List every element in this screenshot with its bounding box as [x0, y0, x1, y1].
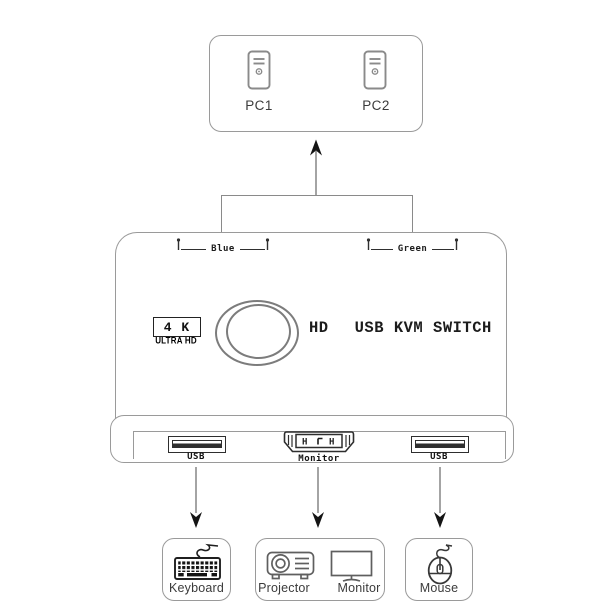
- up-arrow-icon: [310, 139, 322, 195]
- monitor-label: Monitor: [337, 581, 381, 595]
- bracket-end-icon: [265, 238, 270, 250]
- keyboard-label: Keyboard: [168, 581, 225, 595]
- 4k-badge-text: 4 K: [163, 319, 191, 335]
- green-zone-bracket: Green: [366, 237, 459, 254]
- pc1-label: PC1: [245, 98, 273, 113]
- usb-right-label: USB: [430, 452, 448, 462]
- zone-label-blue: Blue: [211, 244, 235, 254]
- device-title-main: USB KVM SWITCH: [354, 319, 492, 337]
- hdmi-pin-glyph: H: [329, 438, 334, 448]
- mouse-label: Mouse: [419, 581, 459, 595]
- 4k-badge: 4 K: [153, 317, 201, 337]
- kvm-switch-device: Blue Green 4 K ULTRA HD HD USB: [115, 232, 507, 423]
- bracket-end-icon: [176, 238, 181, 250]
- bracket-end-icon: [454, 238, 459, 250]
- usb-left-label: USB: [187, 452, 205, 462]
- pc-tower-icon: [247, 50, 271, 90]
- down-arrow-icon: [312, 467, 324, 528]
- usb-port-left-icon: [168, 436, 226, 453]
- device-title-hd: HD: [309, 319, 329, 337]
- device-front-panel: USB H H Monitor USB: [110, 415, 514, 464]
- blue-zone-bracket: Blue: [176, 237, 270, 254]
- hdmi-pin-glyph: H: [302, 438, 307, 448]
- pc-tower-icon: [363, 50, 387, 90]
- switch-button: [215, 300, 299, 366]
- mouse-icon: [427, 544, 453, 585]
- monitor-icon: [330, 550, 373, 582]
- usb-port-tongue: [415, 439, 465, 448]
- zone-label-green: Green: [397, 244, 428, 254]
- mouse-box: Mouse: [405, 538, 473, 601]
- panel-edge-line: [133, 431, 134, 459]
- computers-box: PC1 PC2: [209, 35, 423, 132]
- usb-port-tongue: [172, 439, 222, 448]
- usb-port-right-icon: [411, 436, 469, 453]
- cable-connector-block: [221, 195, 413, 233]
- projector-label: Projector: [258, 581, 310, 595]
- hdmi-monitor-port-icon: H H: [283, 431, 355, 453]
- keyboard-box: Keyboard: [162, 538, 231, 601]
- switch-button-ring: [226, 304, 291, 359]
- ultra-hd-label: ULTRA HD: [155, 335, 197, 346]
- bracket-end-icon: [366, 238, 371, 250]
- down-arrow-icon: [190, 467, 202, 528]
- projector-icon: [266, 551, 315, 580]
- device-title: HD USB KVM SWITCH: [309, 319, 492, 337]
- keyboard-icon: [174, 543, 221, 580]
- projector-monitor-box: Projector Monitor: [255, 538, 385, 601]
- panel-edge-line: [505, 431, 506, 459]
- monitor-port-label: Monitor: [298, 454, 340, 464]
- pc2-label: PC2: [362, 98, 390, 113]
- down-arrow-icon: [434, 467, 446, 528]
